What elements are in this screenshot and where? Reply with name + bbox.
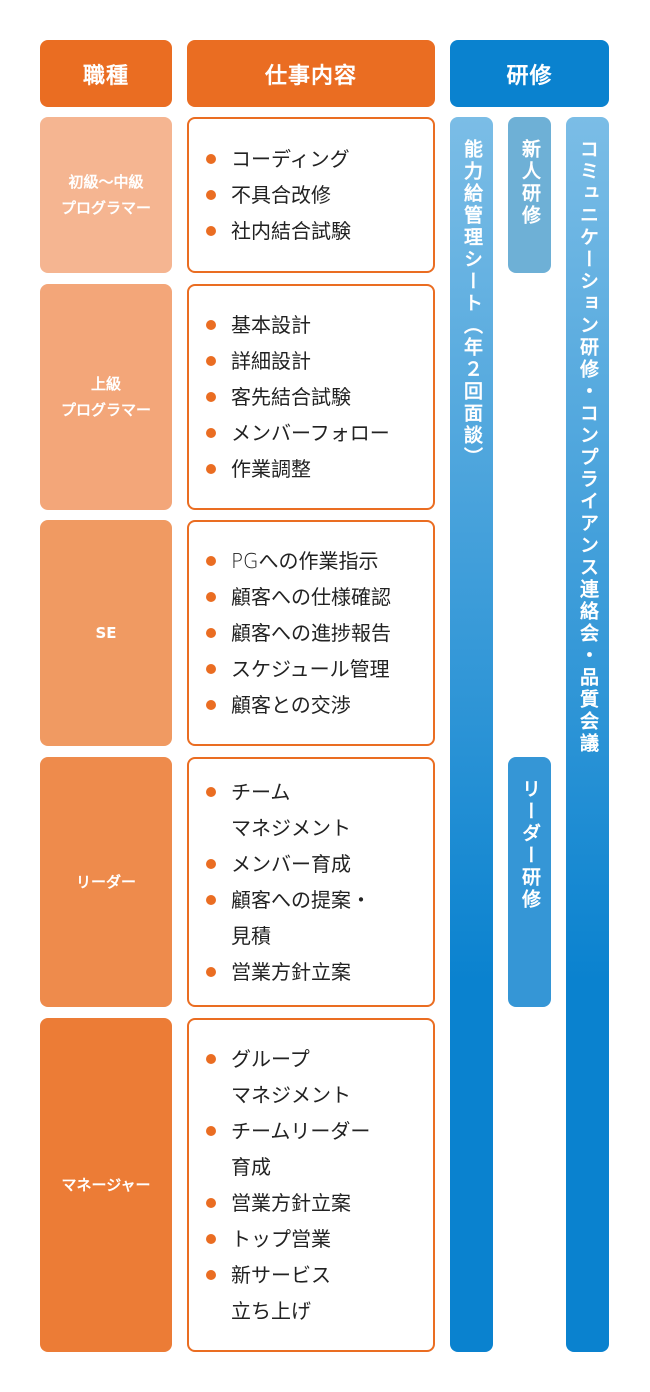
duties-junior-programmer: コーディング 不具合改修 社内結合試験 (187, 117, 435, 273)
duty-item: 客先結合試験 (203, 379, 433, 415)
training-bar-communication: コミュニケーション研修・コンプライアンス連絡会・品質会議 (566, 117, 609, 1352)
duties-leader: チーム マネジメント メンバー育成 顧客への提案・ 見積 営業方針立案 (187, 757, 435, 1007)
duty-item: 営業方針立案 (203, 954, 433, 990)
header-training: 研修 (450, 40, 609, 107)
duty-item: PGへの作業指示 (203, 543, 433, 579)
training-bar-ability-sheet: 能力給管理シート（年２回面談） (450, 117, 493, 1352)
duty-item: 顧客への提案・ 見積 (203, 882, 433, 954)
duty-item: 社内結合試験 (203, 213, 433, 249)
duty-item: 作業調整 (203, 451, 433, 487)
role-manager: マネージャー (40, 1018, 172, 1352)
duty-item: 基本設計 (203, 307, 433, 343)
duty-item: 顧客への仕様確認 (203, 579, 433, 615)
duty-item: グループ マネジメント (203, 1041, 433, 1113)
duty-item: 新サービス 立ち上げ (203, 1257, 433, 1329)
role-leader: リーダー (40, 757, 172, 1007)
header-role: 職種 (40, 40, 172, 107)
duty-item: メンバーフォロー (203, 415, 433, 451)
training-label: リーダー研修 (519, 779, 541, 911)
duty-item: トップ営業 (203, 1221, 433, 1257)
duty-item: チームリーダー 育成 (203, 1113, 433, 1185)
duty-item: スケジュール管理 (203, 651, 433, 687)
role-se: SE (40, 520, 172, 746)
duty-item: コーディング (203, 141, 433, 177)
training-label: 新人研修 (519, 139, 541, 227)
duties-senior-programmer: 基本設計 詳細設計 客先結合試験 メンバーフォロー 作業調整 (187, 284, 435, 510)
duty-item: チーム マネジメント (203, 774, 433, 846)
duty-item: 顧客との交渉 (203, 687, 433, 723)
training-bar-leader: リーダー研修 (508, 757, 551, 1007)
duty-item: メンバー育成 (203, 846, 433, 882)
training-bar-new-employee: 新人研修 (508, 117, 551, 273)
training-label: 能力給管理シート（年２回面談） (461, 139, 483, 469)
duties-manager: グループ マネジメント チームリーダー 育成 営業方針立案 トップ営業 新サービ… (187, 1018, 435, 1352)
duties-se: PGへの作業指示 顧客への仕様確認 顧客への進捗報告 スケジュール管理 顧客との… (187, 520, 435, 746)
header-duties: 仕事内容 (187, 40, 435, 107)
duty-item: 不具合改修 (203, 177, 433, 213)
duty-item: 詳細設計 (203, 343, 433, 379)
role-senior-programmer: 上級 プログラマー (40, 284, 172, 510)
role-junior-programmer: 初級～中級 プログラマー (40, 117, 172, 273)
duty-item: 営業方針立案 (203, 1185, 433, 1221)
training-label: コミュニケーション研修・コンプライアンス連絡会・品質会議 (577, 139, 599, 755)
duty-item: 顧客への進捗報告 (203, 615, 433, 651)
